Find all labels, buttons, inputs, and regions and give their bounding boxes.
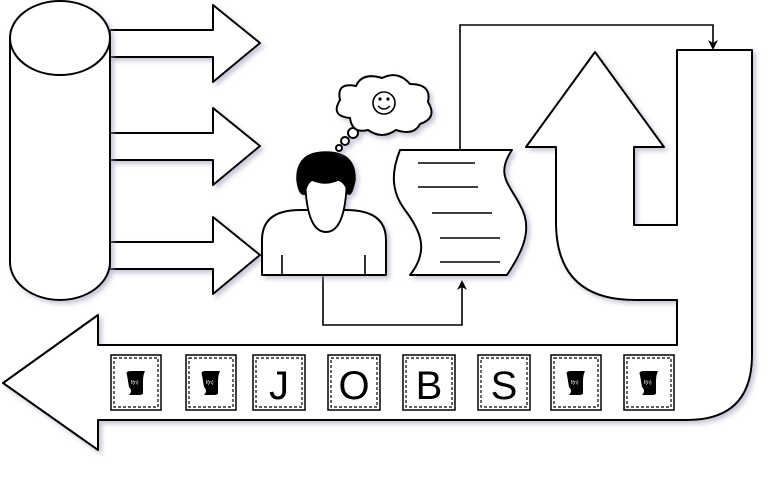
function-label: f(n) (571, 380, 579, 386)
function-label: f(n) (206, 380, 214, 386)
smiley-face-icon (372, 91, 396, 115)
function-scroll-tile: f(n) (623, 354, 675, 411)
person-icon (261, 151, 387, 276)
arrow-bottom (109, 216, 261, 295)
letter: O (338, 364, 369, 408)
function-scroll-tile: f(n) (550, 354, 602, 411)
tiles-row: f(n) f(n) J O B S (110, 354, 675, 411)
u-turn-arrow (2, 49, 753, 451)
arrow-middle (109, 107, 261, 186)
scroll-icon (126, 371, 145, 395)
arrow-top (109, 4, 261, 83)
connector-person-to-document (322, 275, 467, 326)
letter-tile-s: S (477, 354, 531, 411)
function-label: f(n) (644, 380, 652, 386)
letter: B (416, 364, 443, 408)
function-scroll-tile: f(n) (110, 354, 162, 411)
scroll-icon (201, 371, 220, 395)
scroll-icon (639, 371, 658, 395)
document-icon (392, 149, 528, 276)
function-label: f(n) (131, 380, 139, 386)
scroll-icon (566, 371, 585, 395)
connector-document-to-arrow (459, 24, 718, 150)
letter-tile-j: J (252, 354, 306, 411)
letter-tile-b: B (402, 354, 456, 411)
database-icon (9, 0, 111, 301)
output-arrows (109, 4, 261, 295)
letter: J (269, 364, 289, 408)
letter-tile-o: O (327, 354, 381, 411)
function-scroll-tile: f(n) (185, 354, 237, 411)
letter: S (491, 364, 518, 408)
